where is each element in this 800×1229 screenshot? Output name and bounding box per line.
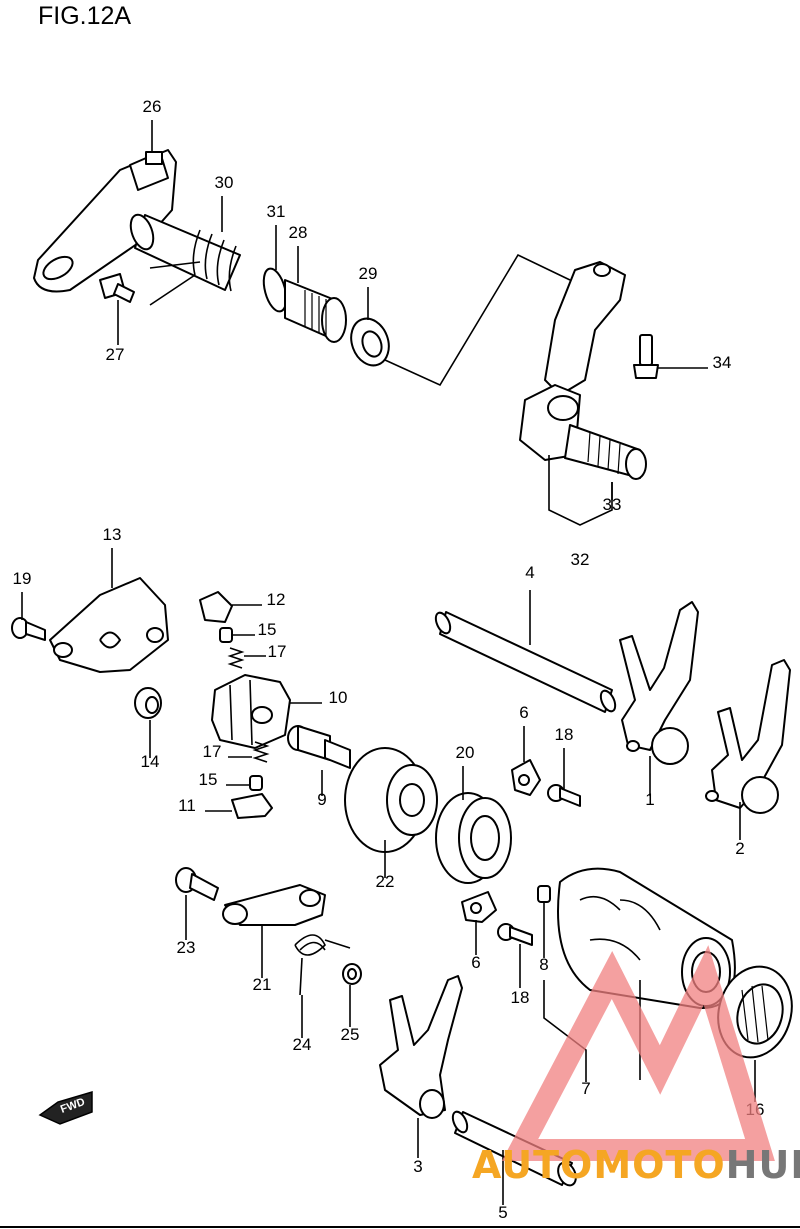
callout-22: 22 <box>376 872 395 891</box>
part-29-oil-seal <box>350 317 390 367</box>
callout-17b: 17 <box>203 742 222 761</box>
callout-21: 21 <box>253 975 272 994</box>
part-6-washer-upper <box>511 759 541 796</box>
callout-3: 3 <box>413 1157 422 1176</box>
leader-32 <box>548 455 613 526</box>
part-14-collar <box>134 687 162 719</box>
fwd-direction-badge: FWD <box>38 1090 93 1125</box>
callout-11: 11 <box>178 796 196 815</box>
callout-31: 31 <box>267 202 286 221</box>
callout-14: 14 <box>141 752 160 771</box>
part-8-pin <box>537 885 551 903</box>
part-9-cam-pin <box>287 725 351 769</box>
part-18-screw-upper <box>547 784 581 807</box>
part-24-spring <box>294 934 351 996</box>
part-28-collar <box>284 279 347 343</box>
part-6-washer-lower <box>461 891 497 923</box>
callout-4: 4 <box>525 563 534 582</box>
part-30-shaft-spring <box>129 213 241 306</box>
callout-23: 23 <box>177 938 196 957</box>
callout-17a: 17 <box>268 642 287 661</box>
callout-10: 10 <box>329 688 348 707</box>
part-1-shift-fork <box>619 601 699 765</box>
callout-13: 13 <box>103 525 122 544</box>
watermark-text-hub: HUB <box>726 1143 800 1187</box>
part-27-bolt <box>99 273 135 303</box>
callout-2: 2 <box>735 839 744 858</box>
svg-text:AUTOMOTOHUB: AUTOMOTOHUB <box>472 1143 800 1187</box>
part-25-washer <box>342 963 362 985</box>
callout-9: 9 <box>317 790 326 809</box>
part-2-shift-fork <box>705 659 791 814</box>
part-18-screw-lower <box>497 923 533 946</box>
part-13-stopper-plate <box>49 577 169 673</box>
part-17-spring-upper <box>227 647 245 669</box>
part-15-pin-lower <box>249 775 263 791</box>
part-16-needle-bearing <box>717 965 793 1059</box>
part-11-pawl <box>231 793 273 819</box>
callout-8: 8 <box>539 955 548 974</box>
callout-32: 32 <box>571 550 590 569</box>
part-23-bolt <box>175 867 219 901</box>
leader-lines <box>21 120 756 1205</box>
callout-29: 29 <box>359 264 378 283</box>
callout-18a: 18 <box>555 725 574 744</box>
callout-26: 26 <box>143 97 162 116</box>
callout-24: 24 <box>293 1035 312 1054</box>
part-4-fork-shaft <box>434 611 617 713</box>
callout-33: 33 <box>603 495 622 514</box>
callout-28: 28 <box>289 223 308 242</box>
callout-5: 5 <box>498 1203 507 1222</box>
callout-25: 25 <box>341 1025 360 1044</box>
part-22-cam-driven-gear <box>344 747 438 853</box>
callout-34: 34 <box>713 353 732 372</box>
part-10-gearshift-cam <box>211 674 291 749</box>
part-32-shift-lever-assembly <box>519 261 647 480</box>
watermark-text-auto: AUTO <box>472 1143 593 1187</box>
part-15-pin-upper <box>219 627 233 643</box>
watermark-logo: AUTOMOTOHUB <box>472 945 800 1187</box>
part-34-bolt <box>633 334 659 379</box>
callout-12: 12 <box>267 590 286 609</box>
callout-15a: 15 <box>258 620 277 639</box>
part-12-pawl <box>199 591 233 623</box>
part-3-shift-fork <box>379 975 463 1119</box>
leader-assembly-link <box>384 253 571 387</box>
part-17-spring-lower <box>252 741 270 763</box>
callout-6a: 6 <box>519 703 528 722</box>
callout-19: 19 <box>13 569 32 588</box>
watermark-text-moto: MOTO <box>593 1143 725 1187</box>
callout-7: 7 <box>581 1079 590 1098</box>
callout-15b: 15 <box>199 770 218 789</box>
figure-title: FIG.12A <box>38 2 132 30</box>
callout-18b: 18 <box>511 988 530 1007</box>
callout-6b: 6 <box>471 953 480 972</box>
part-19-screw <box>11 617 46 641</box>
part-21-arm <box>222 884 326 926</box>
callout-1: 1 <box>645 790 654 809</box>
part-20-bearing <box>435 792 512 884</box>
callout-20: 20 <box>456 743 475 762</box>
part-26-shift-arm <box>33 149 177 293</box>
callout-27: 27 <box>106 345 125 364</box>
callout-30: 30 <box>215 173 234 192</box>
